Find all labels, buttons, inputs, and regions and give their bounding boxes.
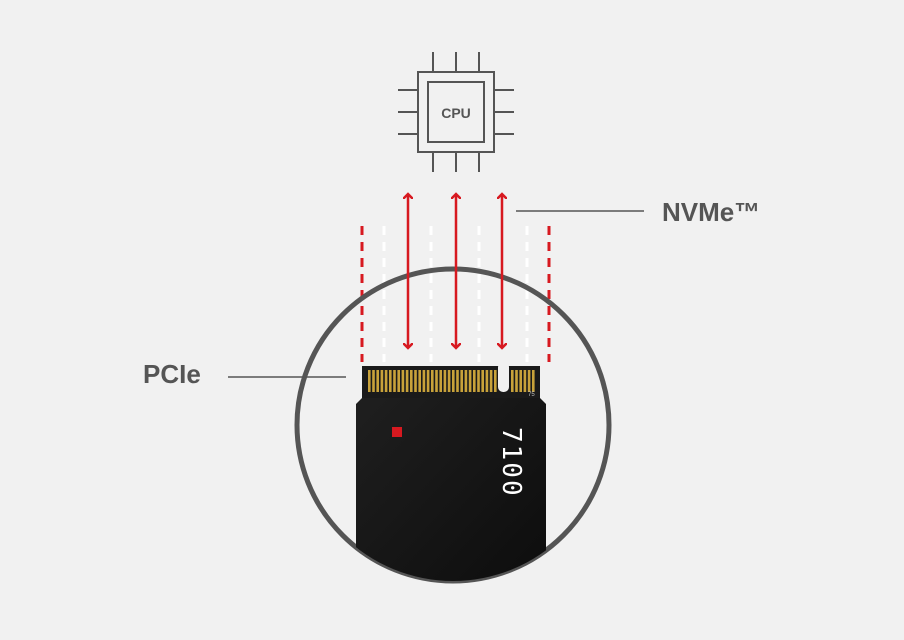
gold-finger xyxy=(401,370,405,392)
gold-finger xyxy=(473,370,476,392)
gold-finger xyxy=(422,370,426,392)
gold-finger xyxy=(410,370,413,392)
gold-finger xyxy=(397,370,400,392)
gold-finger xyxy=(431,370,434,392)
ssd-model-text: 7100 xyxy=(496,427,526,498)
cpu-pins-top xyxy=(432,52,480,72)
ssd-body xyxy=(356,398,546,581)
cpu-inner-die xyxy=(427,81,485,143)
gold-finger xyxy=(418,370,421,392)
gold-finger xyxy=(468,370,472,392)
gold-finger xyxy=(515,370,518,392)
cpu-pins-right xyxy=(494,89,514,135)
ssd-silkscreen-mark: 75 xyxy=(528,392,535,398)
ssd-gold-fingers xyxy=(368,370,535,392)
gold-finger xyxy=(464,370,468,392)
gold-finger xyxy=(494,370,497,392)
ssd-status-led xyxy=(392,427,402,437)
gold-finger xyxy=(511,370,514,392)
gold-finger xyxy=(372,370,375,392)
gold-finger xyxy=(426,370,430,392)
gold-finger xyxy=(523,370,527,392)
pcie-lane-lines-white xyxy=(382,226,529,362)
gold-finger xyxy=(452,370,455,392)
gold-finger xyxy=(368,370,371,392)
cpu-pins-bottom xyxy=(432,152,480,172)
cpu-label: CPU xyxy=(441,105,471,121)
cpu-chip-icon xyxy=(398,52,514,172)
gold-finger xyxy=(485,370,489,392)
gold-finger xyxy=(380,370,384,392)
nvme-data-arrows xyxy=(408,194,502,348)
gold-finger xyxy=(477,370,480,392)
gold-finger xyxy=(532,370,535,392)
gold-finger xyxy=(435,370,438,392)
gold-finger xyxy=(393,370,396,392)
gold-finger xyxy=(447,370,451,392)
gold-finger xyxy=(384,370,388,392)
m2-ssd: 75 7100 xyxy=(356,362,546,581)
pcie-label: PCIe xyxy=(143,359,201,389)
gold-finger xyxy=(439,370,442,392)
gold-finger xyxy=(481,370,484,392)
gold-finger xyxy=(389,370,392,392)
gold-finger xyxy=(460,370,463,392)
gold-finger xyxy=(519,370,522,392)
nvme-label: NVMe™ xyxy=(662,197,761,227)
gold-finger xyxy=(456,370,459,392)
gold-finger xyxy=(527,370,531,392)
gold-finger xyxy=(443,370,447,392)
gold-finger xyxy=(376,370,379,392)
ssd-key-notch xyxy=(498,362,509,392)
gold-finger xyxy=(405,370,409,392)
cpu-pins-left xyxy=(398,89,418,135)
gold-finger xyxy=(489,370,493,392)
pcie-lane-lines-red xyxy=(360,226,551,362)
gold-finger xyxy=(414,370,417,392)
